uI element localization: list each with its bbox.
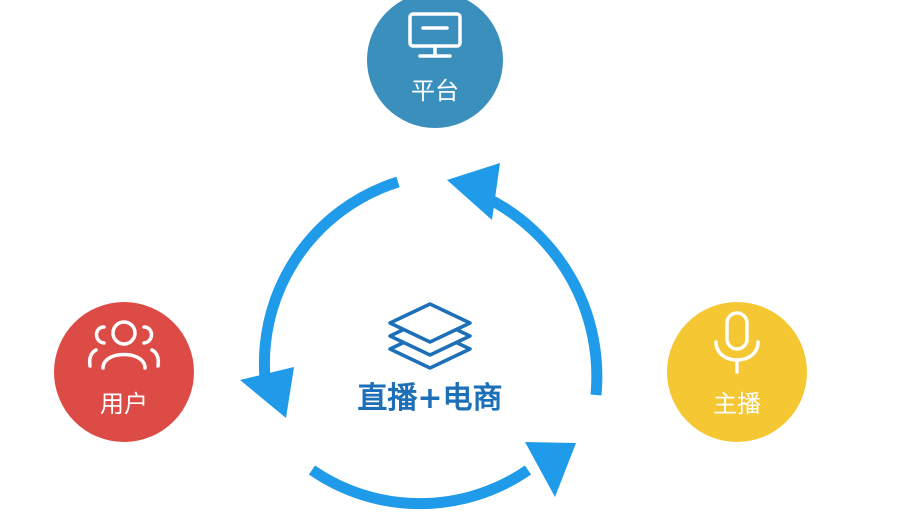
cycle-arrows bbox=[240, 163, 603, 510]
platform-label: 平台 bbox=[411, 77, 459, 105]
arrowhead-left bbox=[240, 367, 294, 418]
arc-streamer-to-platform bbox=[482, 192, 603, 396]
arc-user-to-streamer bbox=[308, 465, 532, 510]
users-group-icon bbox=[87, 320, 161, 370]
arrowhead-top bbox=[447, 163, 500, 220]
arc-platform-to-user bbox=[258, 176, 400, 389]
user-label: 用户 bbox=[100, 390, 148, 418]
user-circle bbox=[54, 302, 194, 442]
platform-circle bbox=[367, 0, 503, 128]
streamer-label: 主播 bbox=[713, 390, 761, 418]
center-hub: 直播+电商 bbox=[357, 302, 503, 416]
center-title: 直播+电商 bbox=[357, 381, 502, 416]
arrowhead-bottom-right bbox=[525, 442, 576, 497]
node-streamer: 主播 bbox=[667, 302, 807, 442]
monitor-icon bbox=[408, 12, 462, 58]
stacked-layers-icon bbox=[388, 302, 472, 370]
node-platform: 平台 bbox=[367, 0, 503, 128]
microphone-icon bbox=[714, 311, 760, 374]
node-user: 用户 bbox=[54, 302, 194, 442]
